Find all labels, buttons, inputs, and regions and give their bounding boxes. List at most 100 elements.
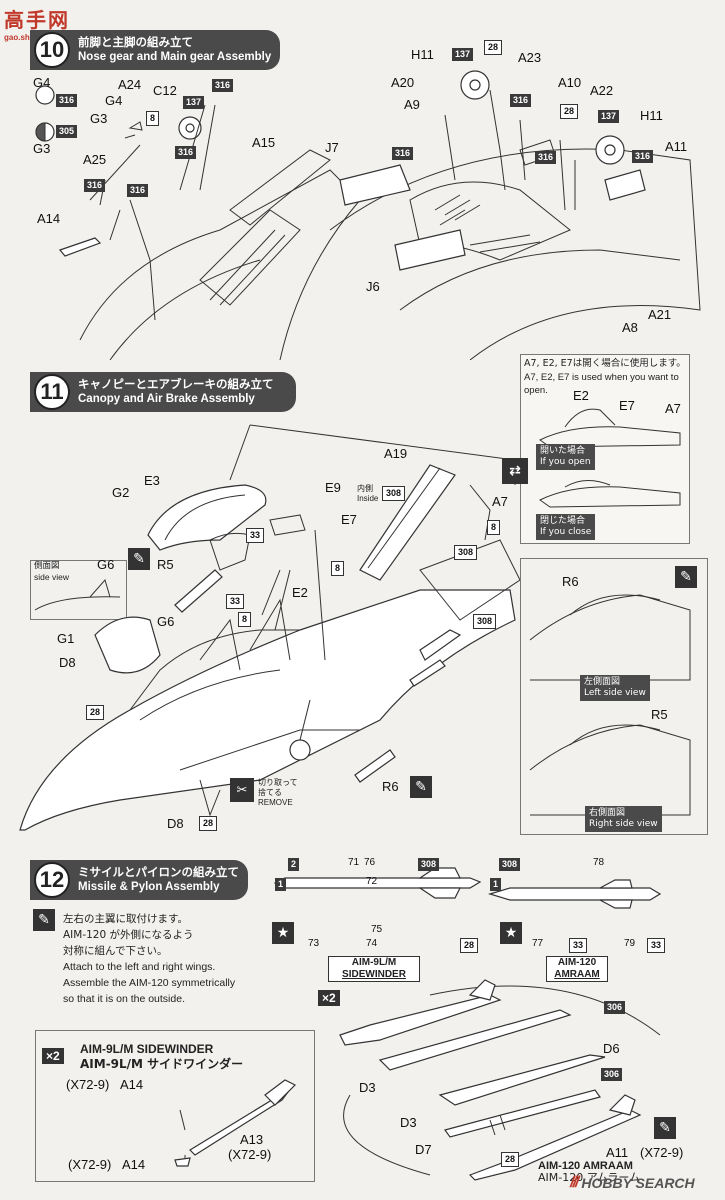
decal-number: 71: [348, 857, 360, 868]
decal-number: 76: [364, 857, 376, 868]
paint-code: 28: [199, 816, 218, 831]
decal-number: 28: [460, 938, 479, 953]
paint-code: 306: [604, 1001, 626, 1014]
part-label: H11: [640, 108, 663, 123]
paint-code: 33: [246, 528, 265, 543]
paint-code: 316: [56, 94, 78, 107]
cut-icon: ✂: [230, 778, 254, 802]
part-label: A22: [590, 83, 614, 98]
step-title-jp: 前脚と主脚の組み立て: [78, 35, 193, 49]
paint-code: 28: [86, 705, 105, 720]
part-label: E2: [573, 388, 589, 403]
decal-number: 33: [569, 938, 588, 953]
sidewinder-illustration: [174, 1079, 297, 1167]
paint-code: 137: [598, 110, 620, 123]
part-label: R6: [562, 574, 579, 589]
inset-note-jp: A7, E2, E7は開く場合に使用します。: [524, 358, 686, 369]
decal-number: 73: [308, 938, 320, 949]
ref-code: (X72-9): [228, 1147, 272, 1162]
part-label: A19: [384, 446, 408, 461]
ref-code: (X72-9): [68, 1157, 112, 1172]
part-label: G2: [112, 485, 130, 500]
pylon-assembly-illustration: [339, 979, 661, 1181]
part-label: E9: [325, 480, 341, 495]
decal-number: 1: [275, 878, 287, 891]
part-label: A13: [240, 1132, 264, 1147]
part-label: A7: [492, 494, 508, 509]
wrench-icon: ✎: [675, 566, 697, 588]
step-11-header: 11 キャノピーとエアブレーキの組み立て Canopy and Air Brak…: [30, 372, 296, 412]
decal-number: 1: [490, 878, 502, 891]
paint-code: 28: [484, 40, 503, 55]
sidewinder-assembly-box: [35, 1030, 315, 1182]
paint-code: 305: [56, 125, 78, 138]
part-label: G3: [33, 141, 51, 156]
paint-code: 316: [212, 79, 234, 92]
part-label: J7: [325, 140, 339, 155]
step-10-illustration: [35, 70, 701, 360]
step-title-en: Canopy and Air Brake Assembly: [78, 393, 255, 405]
part-label: A7: [665, 401, 681, 416]
decal-number: 75: [371, 924, 383, 935]
sidewinder-box-title: AIM-9L/M SIDEWINDER AIM-9L/M サイドワインダー: [80, 1042, 244, 1071]
paint-code: 316: [175, 146, 197, 159]
ref-code: (X72-9): [66, 1077, 110, 1092]
part-label: D8: [167, 816, 184, 831]
paint-code: 316: [392, 147, 414, 160]
paint-code: 316: [510, 94, 532, 107]
part-label: A8: [622, 320, 638, 335]
part-label: G6: [157, 614, 175, 629]
paint-code: 308: [473, 614, 497, 629]
part-label: G4: [105, 93, 123, 108]
part-label: J6: [366, 279, 380, 294]
part-label: R5: [651, 707, 668, 722]
paint-code: 308: [454, 545, 478, 560]
part-label: E3: [144, 473, 160, 488]
paint-code: 316: [127, 184, 149, 197]
part-label: D3: [400, 1115, 417, 1130]
step-number: 12: [34, 862, 70, 898]
decal-number: 72: [366, 876, 378, 887]
part-label: D8: [59, 655, 76, 670]
sidewinder-caption: AIM-9L/M SIDEWINDER: [328, 956, 420, 982]
paint-code: 8: [487, 520, 501, 535]
inset-note-en: A7, E2, E7 is used when you want to open…: [524, 372, 679, 396]
part-label: E7: [619, 398, 635, 413]
paint-code: 8: [331, 561, 345, 576]
hobby-search-logo: /// HOBBY SEARCH: [570, 1174, 695, 1192]
part-label: A15: [252, 135, 276, 150]
decal-number: 308: [418, 858, 440, 871]
decal-number: 78: [593, 857, 605, 868]
side-view-sketch: [34, 578, 121, 611]
part-label: G6: [97, 557, 115, 572]
paint-code: 306: [601, 1068, 623, 1081]
side-views-inset: [520, 558, 708, 835]
part-label: D6: [603, 1041, 620, 1056]
inset-jet-drawings: [539, 408, 681, 508]
part-label: A23: [518, 50, 542, 65]
step-title-jp: ミサイルとパイロンの組み立て: [78, 865, 239, 879]
part-label: A20: [391, 75, 415, 90]
side-view-inset: [30, 560, 127, 620]
decal-number: 74: [366, 938, 378, 949]
part-label: A10: [558, 75, 582, 90]
step-10-header: 10 前脚と主脚の組み立て Nose gear and Main gear As…: [30, 30, 280, 70]
paint-code: 33: [226, 594, 245, 609]
paint-code: 137: [183, 96, 205, 109]
remove-label: 切り取って 捨てる REMOVE: [258, 778, 298, 807]
part-label: R5: [157, 557, 174, 572]
part-label: A11: [665, 139, 688, 154]
part-label: A14: [37, 211, 61, 226]
part-label: E7: [341, 512, 357, 527]
quantity-badge: ×2: [318, 990, 340, 1006]
paint-code: 28: [560, 104, 579, 119]
part-label: A14: [120, 1077, 144, 1092]
logo-bars-icon: ///: [570, 1174, 579, 1191]
decal-number: 308: [499, 858, 521, 871]
step-number: 10: [34, 32, 70, 68]
paint-code: 316: [535, 151, 557, 164]
decal-number: 2: [288, 858, 300, 871]
